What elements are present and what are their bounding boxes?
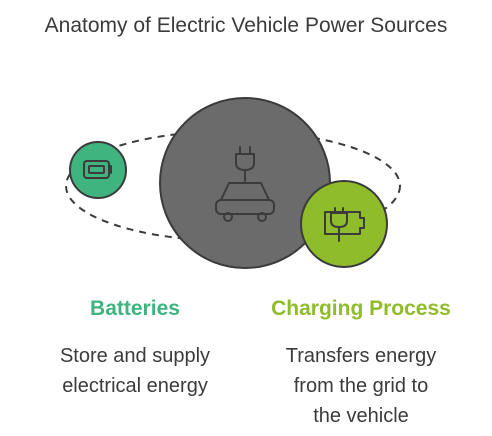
charging-description-line: from the grid to bbox=[293, 375, 429, 397]
batteries-description-line: electrical energy bbox=[62, 375, 208, 397]
charging-circle bbox=[300, 180, 388, 268]
charging-process-description: Transfers energy from the grid to the ve… bbox=[250, 341, 472, 431]
batteries-circle bbox=[69, 141, 127, 199]
charging-process-heading: Charging Process bbox=[271, 297, 451, 320]
plug-battery-icon bbox=[324, 207, 365, 242]
batteries-heading: Batteries bbox=[90, 297, 180, 320]
ev-car-plug-icon bbox=[215, 146, 275, 222]
batteries-description: Store and supply electrical energy bbox=[30, 341, 240, 401]
battery-icon bbox=[83, 160, 112, 179]
charging-description-line: the vehicle bbox=[313, 405, 409, 427]
charging-description-line: Transfers energy bbox=[285, 345, 437, 367]
batteries-description-line: Store and supply bbox=[59, 345, 211, 367]
diagram-title: Anatomy of Electric Vehicle Power Source… bbox=[44, 14, 448, 37]
